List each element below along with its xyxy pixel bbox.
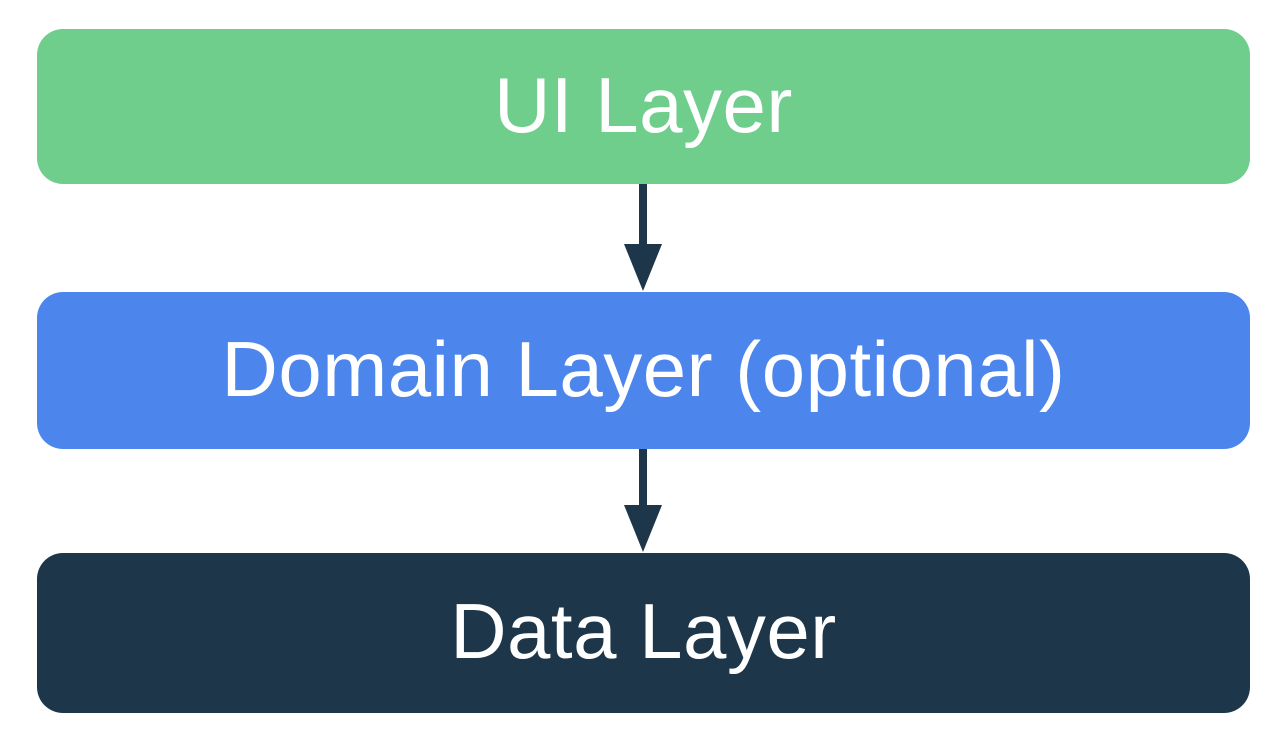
arrow-down-icon (623, 449, 663, 553)
data-layer-label: Data Layer (450, 587, 837, 675)
arrow-down-icon (623, 184, 663, 292)
ui-layer-label: UI Layer (494, 60, 793, 149)
domain-layer-label: Domain Layer (optional) (221, 324, 1066, 413)
ui-layer-box: UI Layer (37, 29, 1250, 184)
data-layer-box: Data Layer (37, 553, 1250, 713)
domain-layer-box: Domain Layer (optional) (37, 292, 1250, 449)
